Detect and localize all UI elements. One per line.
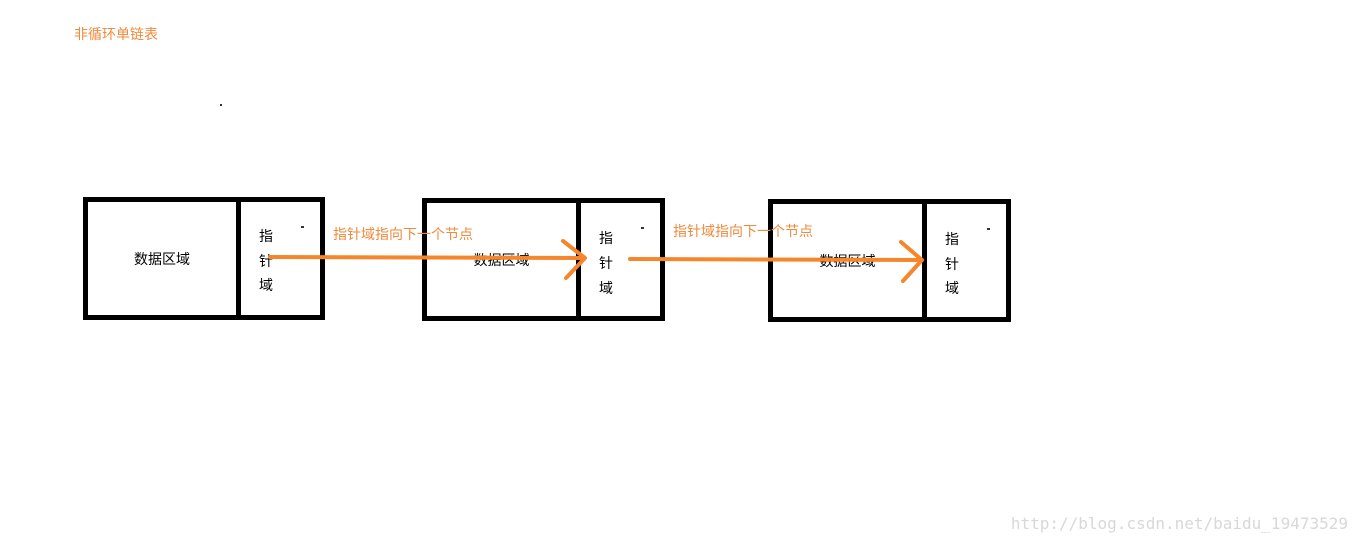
node-data-label: 数据区域 (819, 253, 876, 270)
pointer-char: 指 (599, 231, 613, 247)
diagram-title: 非循环单链表 (74, 27, 158, 43)
tick-mark (301, 226, 304, 228)
linked-list-node-3: 数据区域 指 针 域 (768, 199, 1011, 322)
node-data-area: 数据区域 (427, 203, 581, 316)
node-pointer-area: 指 针 域 (927, 204, 1006, 317)
node-pointer-area: 指 针 域 (241, 202, 320, 315)
node-data-label: 数据区域 (473, 252, 530, 269)
node-data-area: 数据区域 (88, 202, 241, 315)
pointer-char: 针 (599, 256, 613, 272)
pointer-char: 指 (945, 232, 959, 248)
arrow-label-2: 指针域指向下一个节点 (673, 224, 813, 240)
arrow-label-1: 指针域指向下一个节点 (333, 227, 473, 243)
linked-list-node-1: 数据区域 指 针 域 (83, 197, 325, 320)
node-pointer-area: 指 针 域 (581, 203, 660, 316)
pointer-char: 域 (259, 278, 273, 294)
pointer-char: 指 (259, 229, 273, 245)
pointer-char: 域 (945, 281, 959, 297)
node-data-label: 数据区域 (134, 251, 190, 268)
pointer-char: 针 (259, 254, 273, 270)
pointer-char: 针 (945, 257, 959, 273)
tick-mark (987, 228, 990, 230)
stray-dot (220, 104, 222, 106)
tick-mark (641, 227, 644, 229)
pointer-char: 域 (599, 281, 613, 297)
linked-list-node-2: 数据区域 指 针 域 (422, 198, 665, 321)
watermark: http://blog.csdn.net/baidu_19473529 (1010, 514, 1348, 533)
